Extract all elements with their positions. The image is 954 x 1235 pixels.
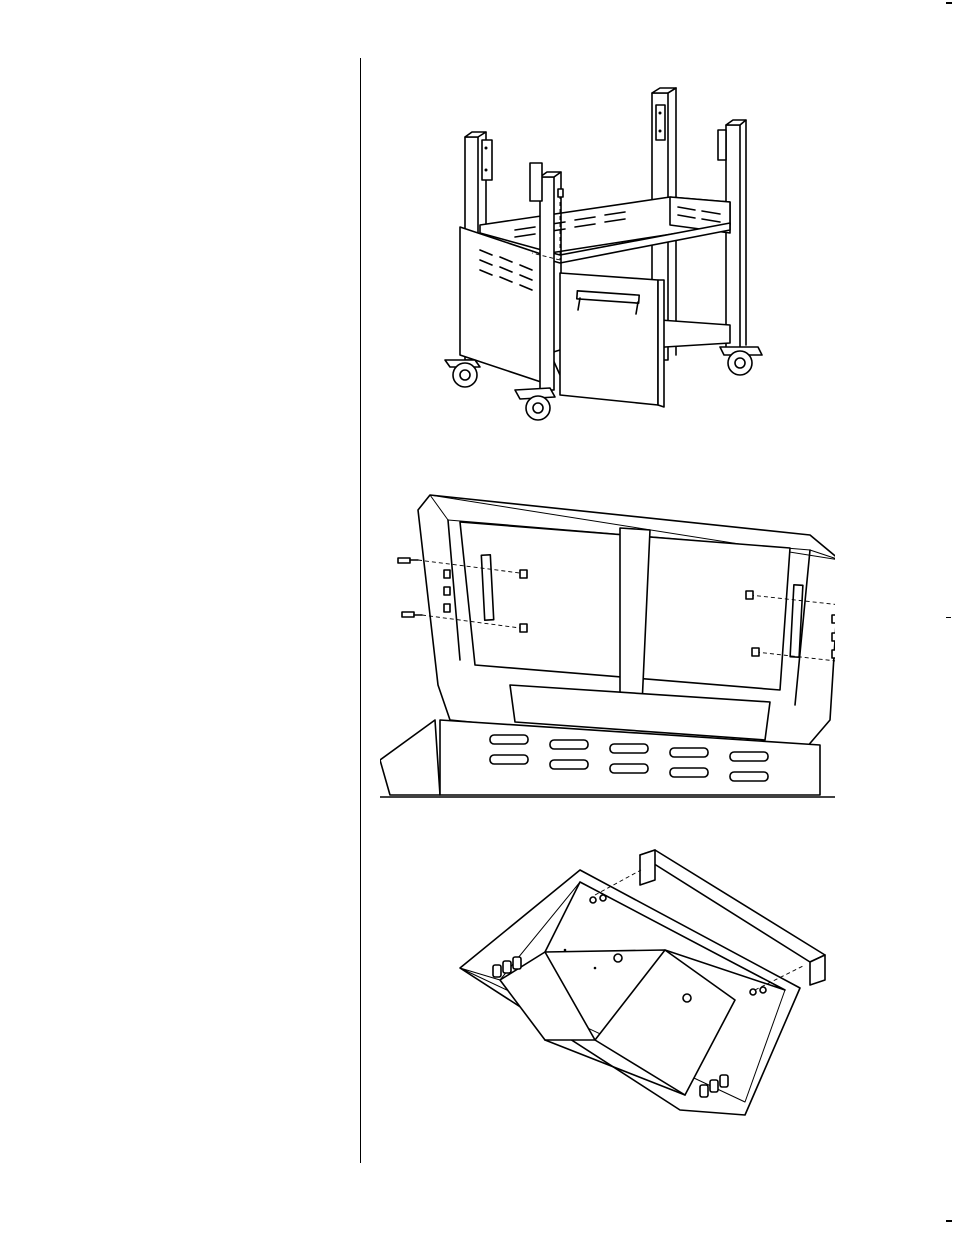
middle-corner-mark: [946, 617, 951, 618]
left-column: [0, 58, 360, 1163]
lid-handle-figure: [455, 840, 835, 1125]
lid-handle-assembly-illustration: [455, 840, 835, 1125]
bottom-corner-mark: [946, 1220, 952, 1222]
cart-assembly-figure: [420, 85, 780, 430]
lid-mounting-figure: [380, 490, 835, 805]
lid-hinge-assembly-illustration: [380, 490, 835, 805]
caster-front-left: [445, 360, 480, 387]
cart-assembly-illustration: [420, 85, 780, 430]
top-corner-mark: [946, 2, 952, 4]
column-divider: [360, 58, 361, 1163]
caster-back-right: [720, 347, 762, 375]
caster-front-right: [515, 388, 555, 420]
